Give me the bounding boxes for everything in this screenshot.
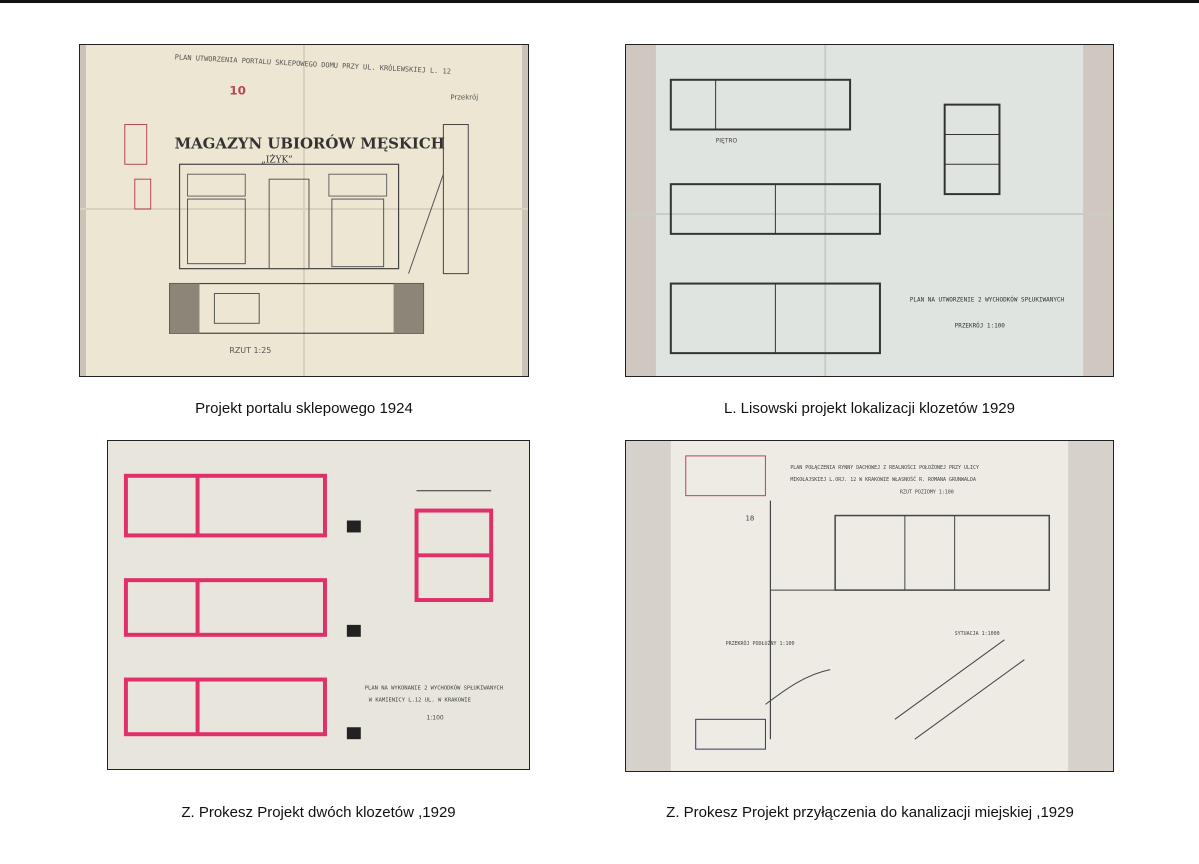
drawing4-title-line1: PLAN POŁĄCZENIA RYNNY DACHOWEJ Z REALNOŚ… xyxy=(790,464,979,471)
drawing4-profile-label: PRZEKRÓJ PODŁUŻNY 1:100 xyxy=(726,640,795,647)
drawing3-title: PLAN NA WYKONANIE 2 WYCHODKÓW SPŁUKIWANY… xyxy=(365,684,503,691)
caption-bottom-left: Z. Prokesz Projekt dwóch klozetów ,1929 xyxy=(181,804,456,821)
drawing1-sign-main: MAGAZYN UBIORÓW MĘSKICH xyxy=(175,134,445,152)
caption-top-left: Projekt portalu sklepowego 1924 xyxy=(195,400,413,417)
top-rule xyxy=(0,0,1199,3)
drawing4-plan-label: RZUT POZIOMY 1:100 xyxy=(900,490,954,496)
caption-top-right: L. Lisowski projekt lokalizacji klozetów… xyxy=(724,400,1015,417)
drawing-prokesz-closets: PLAN NA WYKONANIE 2 WYCHODKÓW SPŁUKIWANY… xyxy=(107,440,530,770)
drawing-lisowski-plans: PIĘTRO PLAN NA UTWORZENIE 2 WYCHODKÓW SP… xyxy=(625,44,1114,377)
drawing3-scale-note: 1:100 xyxy=(426,714,443,721)
caption-bottom-right: Z. Prokesz Projekt przyłączenia do kanal… xyxy=(666,804,1074,821)
drawing4-title-line2: MIKOŁAJSKIEJ L.ORJ. 12 W KRAKOWIE WŁASNO… xyxy=(790,476,976,483)
drawing4-situation-label: SYTUACJA 1:1000 xyxy=(955,631,1000,637)
drawing-shop-portal: PLAN UTWORZENIA PORTALU SKLEPOWEGO DOMU … xyxy=(79,44,529,377)
drawing4-stamp-number: 18 xyxy=(746,515,755,523)
drawing1-scale-note: RZUT 1:25 xyxy=(229,346,271,355)
drawing1-corner-note: Przekrój xyxy=(450,94,478,102)
drawing1-sign-sub: „IŻYK” xyxy=(261,153,293,165)
drawing2-scale-note: PRZEKRÓJ 1:100 xyxy=(955,322,1006,329)
drawing1-stamp-number: 10 xyxy=(229,84,246,98)
drawing2-plan-label: PIĘTRO xyxy=(716,137,738,144)
drawing-prokesz-sewer: PLAN POŁĄCZENIA RYNNY DACHOWEJ Z REALNOŚ… xyxy=(625,440,1114,772)
drawing3-subtitle: W KAMIENICY L.12 UL. W KRAKOWIE xyxy=(369,697,471,703)
drawing2-legend: PLAN NA UTWORZENIE 2 WYCHODKÓW SPŁUKIWAN… xyxy=(910,296,1065,303)
